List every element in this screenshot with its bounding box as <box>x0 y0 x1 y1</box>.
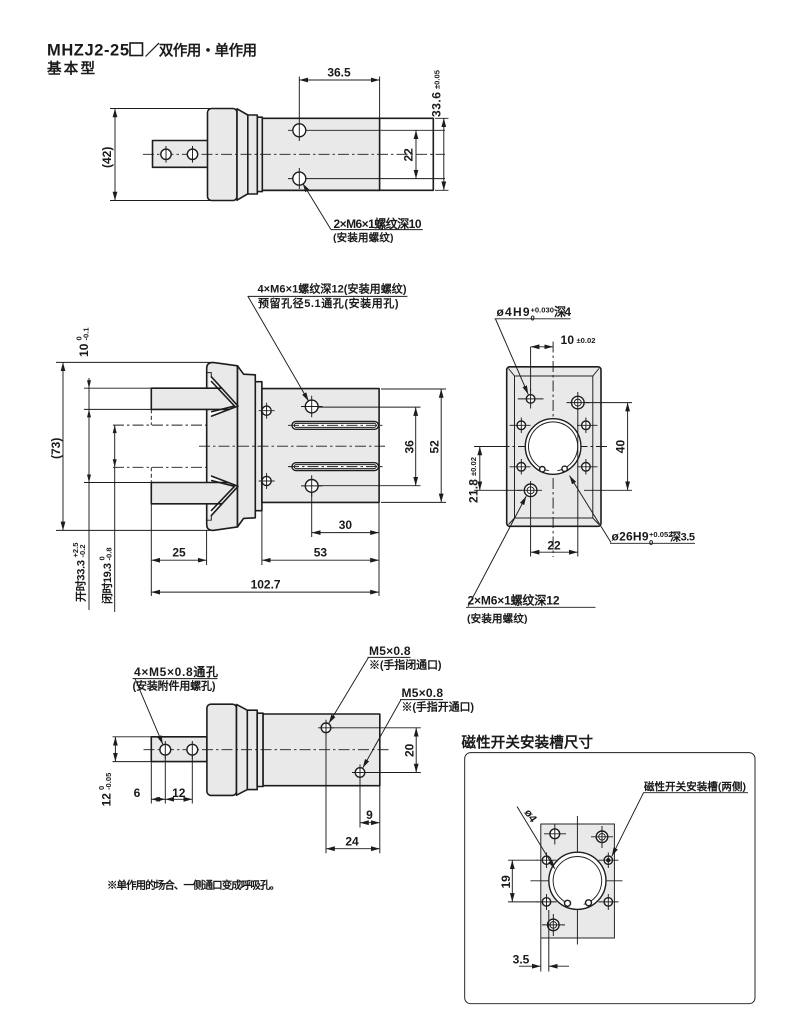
svg-text:36.5: 36.5 <box>327 66 351 80</box>
svg-text:-0.2: -0.2 <box>78 544 87 557</box>
svg-text:M5×0.8: M5×0.8 <box>369 644 411 658</box>
svg-text:19: 19 <box>499 875 513 889</box>
svg-text:(安装附件用螺孔): (安装附件用螺孔) <box>133 679 216 693</box>
svg-text:(42): (42) <box>100 147 114 168</box>
svg-text:(73): (73) <box>49 438 63 459</box>
svg-text:30: 30 <box>339 518 353 532</box>
svg-text:36: 36 <box>403 440 417 454</box>
svg-text:52: 52 <box>428 440 442 454</box>
svg-text:预留孔径5.1通孔(安装用孔): 预留孔径5.1通孔(安装用孔) <box>258 296 399 310</box>
svg-text:2×M6×1螺纹深10: 2×M6×1螺纹深10 <box>334 216 422 231</box>
svg-text:-0.05: -0.05 <box>104 772 113 790</box>
svg-text:※(手指闭通口): ※(手指闭通口) <box>369 657 442 671</box>
svg-text:开时33.3: 开时33.3 <box>74 560 88 602</box>
svg-text:+2.5: +2.5 <box>71 542 80 558</box>
svg-text:12: 12 <box>172 786 186 800</box>
svg-text:40: 40 <box>614 440 628 454</box>
svg-text:-0.8: -0.8 <box>105 547 114 560</box>
svg-text:33.6: 33.6 <box>430 92 444 117</box>
svg-text:12: 12 <box>100 793 114 807</box>
svg-text:22: 22 <box>547 538 561 552</box>
svg-text:±0.05: ±0.05 <box>433 69 442 89</box>
svg-text:磁性开关安装槽尺寸: 磁性开关安装槽尺寸 <box>462 734 594 752</box>
svg-text:102.7: 102.7 <box>251 578 281 592</box>
svg-text:0: 0 <box>98 556 107 560</box>
svg-text:ø26H9: ø26H9 <box>612 530 649 544</box>
svg-text:6: 6 <box>134 786 141 800</box>
svg-text:0: 0 <box>97 786 106 790</box>
svg-text:4×M6×1螺纹深12(安装用螺纹): 4×M6×1螺纹深12(安装用螺纹) <box>258 282 407 296</box>
svg-text:-0.1: -0.1 <box>82 327 91 341</box>
svg-text:20: 20 <box>403 743 417 757</box>
svg-text:ø4: ø4 <box>522 807 540 825</box>
svg-text:※单作用的场合、一侧通口变成呼吸孔。: ※单作用的场合、一侧通口变成呼吸孔。 <box>107 879 280 892</box>
svg-text:(安装用螺纹): (安装用螺纹) <box>333 231 394 244</box>
svg-text:22: 22 <box>402 148 416 162</box>
svg-text:+0.052: +0.052 <box>649 530 672 539</box>
svg-text:深3.5: 深3.5 <box>670 530 695 544</box>
svg-text:±0.02: ±0.02 <box>577 336 596 345</box>
svg-text:(安装用螺纹): (安装用螺纹) <box>467 612 528 625</box>
svg-text:9: 9 <box>366 808 373 822</box>
svg-text:53: 53 <box>314 546 328 560</box>
svg-text:ø4H9: ø4H9 <box>497 305 530 319</box>
svg-text:10: 10 <box>77 343 91 357</box>
svg-text:※(手指开通口): ※(手指开通口) <box>402 700 475 714</box>
svg-text:磁性开关安装槽(两侧): 磁性开关安装槽(两侧) <box>644 780 746 793</box>
svg-text:深4: 深4 <box>554 304 571 319</box>
svg-text:25: 25 <box>172 546 186 560</box>
svg-text:M5×0.8: M5×0.8 <box>402 686 444 700</box>
svg-text:21.8: 21.8 <box>467 479 481 503</box>
svg-text:3.5: 3.5 <box>513 953 530 967</box>
svg-text:4×M5×0.8通孔: 4×M5×0.8通孔 <box>134 664 218 679</box>
svg-text:2×M6×1螺纹深12: 2×M6×1螺纹深12 <box>468 593 560 608</box>
svg-text:基本型: 基本型 <box>46 60 96 78</box>
svg-text:MHZJ2-25: MHZJ2-25 <box>47 42 129 60</box>
svg-text:0: 0 <box>531 314 535 323</box>
svg-text:24: 24 <box>345 834 359 848</box>
svg-text:±0.02: ±0.02 <box>469 457 478 476</box>
svg-text:闭时19.3: 闭时19.3 <box>100 563 114 604</box>
svg-text:+0.030: +0.030 <box>531 306 554 315</box>
svg-text:0: 0 <box>75 336 84 340</box>
svg-text:10: 10 <box>561 333 575 347</box>
svg-text:0: 0 <box>649 538 653 547</box>
svg-text:／双作用・单作用: ／双作用・单作用 <box>145 42 257 60</box>
